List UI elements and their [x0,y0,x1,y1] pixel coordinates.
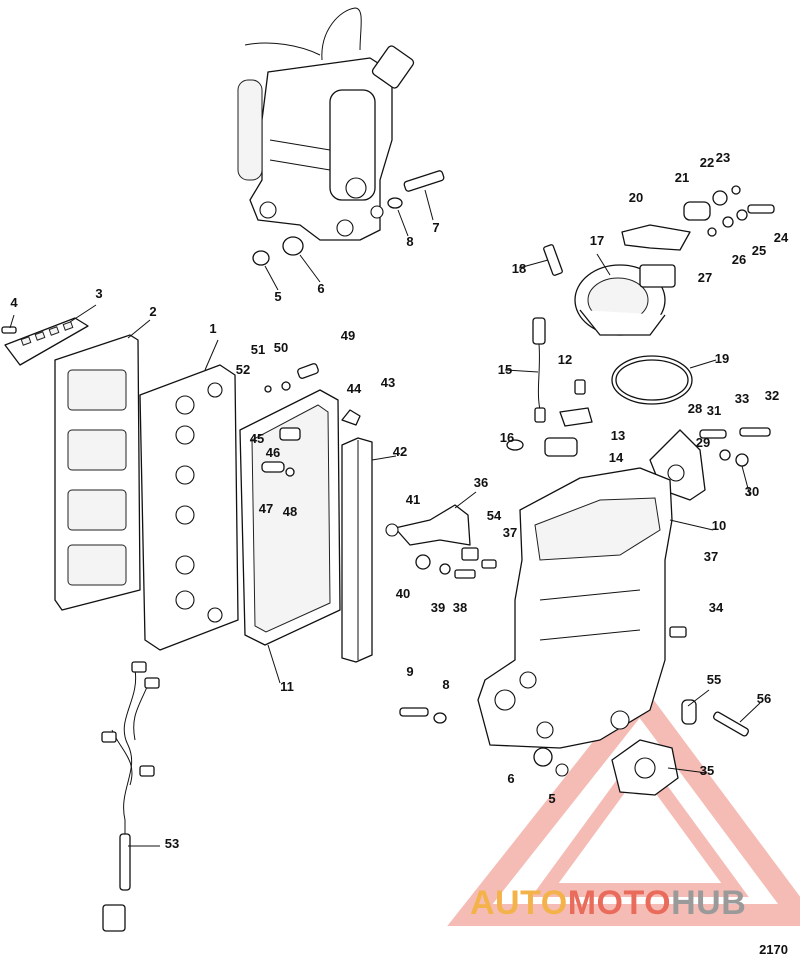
bracket-assembly [385,504,497,579]
bolt-washer-lower [399,707,447,724]
callout-10: 10 [712,518,726,533]
callout-2: 2 [149,304,156,319]
callout-8: 8 [442,677,449,692]
leader-lines [9,189,761,847]
callout-19: 19 [715,351,729,366]
support-bar [341,437,373,663]
callout-25: 25 [752,243,766,258]
callout-55: 55 [707,672,721,687]
callout-24: 24 [774,230,789,245]
callout-3: 3 [95,286,102,301]
callout-22: 22 [700,155,714,170]
callout-52: 52 [236,362,250,377]
callout-45: 45 [250,431,264,446]
callout-30: 30 [745,484,759,499]
callout-38: 38 [453,600,467,615]
callout-39: 39 [431,600,445,615]
intake-plenum [139,364,239,651]
callout-7: 7 [432,220,439,235]
callout-5: 5 [548,791,555,806]
main-housing [477,467,673,777]
callout-6: 6 [317,281,324,296]
callout-49: 49 [341,328,355,343]
callout-17: 17 [590,233,604,248]
callout-28: 28 [688,401,702,416]
air-control-valve [611,626,750,796]
callout-35: 35 [700,763,714,778]
bolt-washer-upper [252,170,445,266]
callout-53: 53 [165,836,179,851]
small-fittings [261,363,361,477]
callout-37: 37 [503,525,517,540]
callout-43: 43 [381,375,395,390]
callout-4: 4 [10,295,18,310]
callout-15: 15 [498,362,512,377]
callout-9: 9 [406,664,413,679]
callout-21: 21 [675,170,689,185]
callout-32: 32 [765,388,779,403]
watermark-logo: AUTOMOTOHUB [470,884,746,923]
watermark-part1: AUTO [470,884,568,922]
callout-26: 26 [732,252,746,267]
callout-34: 34 [709,600,724,615]
callout-50: 50 [274,340,288,355]
gasket-plate [54,334,141,611]
callout-6: 6 [507,771,514,786]
watermark-triangle [447,681,800,926]
callout-48: 48 [283,504,297,519]
callout-14: 14 [609,450,624,465]
callout-18: 18 [512,261,526,276]
callout-27: 27 [698,270,712,285]
callout-29: 29 [696,435,710,450]
callout-36: 36 [474,475,488,490]
callout-1: 1 [209,321,216,336]
callout-44: 44 [347,381,362,396]
callout-8: 8 [406,234,413,249]
callout-41: 41 [406,492,420,507]
callout-46: 46 [266,445,280,460]
linkage-parts [621,185,775,251]
fuel-pump-module [237,7,415,241]
callout-56: 56 [757,691,771,706]
callout-12: 12 [558,352,572,367]
callout-20: 20 [629,190,643,205]
callout-51: 51 [251,342,265,357]
wiring-harness [101,661,160,932]
throttle-body [543,244,693,405]
callout-5: 5 [274,289,281,304]
callout-11: 11 [280,679,294,694]
callout-37: 37 [704,549,718,564]
callout-23: 23 [716,150,730,165]
reed-plate [1,317,89,366]
callout-33: 33 [735,391,749,406]
callout-40: 40 [396,586,410,601]
callout-42: 42 [393,444,407,459]
callout-16: 16 [500,430,514,445]
callout-31: 31 [707,403,721,418]
callout-13: 13 [611,428,625,443]
figure-number: 2170 [759,942,788,957]
callout-54: 54 [487,508,502,523]
callout-47: 47 [259,501,273,516]
watermark-part3: HUB [671,884,747,922]
sensor-cable [506,317,593,457]
watermark-part2: MOTO [567,884,672,922]
